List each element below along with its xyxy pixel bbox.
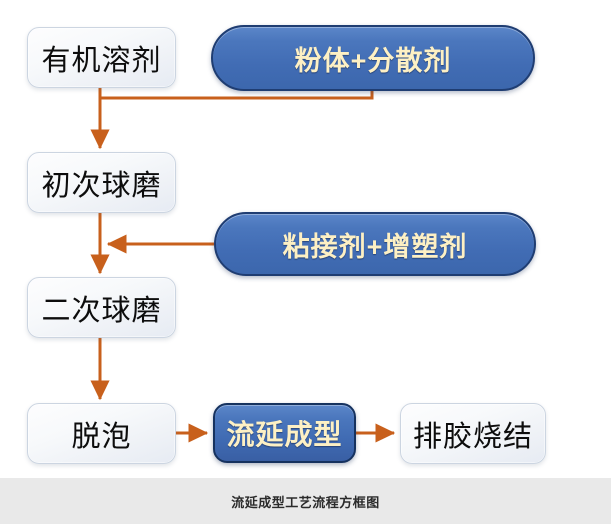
node-label: 二次球磨 [41, 294, 162, 327]
node-organic-solvent[interactable]: 有机溶剂 [27, 27, 176, 88]
node-tape-casting[interactable]: 流延成型 [213, 403, 356, 463]
node-label: 粉体+分散剂 [294, 45, 452, 76]
node-second-ball-mill[interactable]: 二次球磨 [27, 277, 176, 338]
node-label: 脱泡 [71, 420, 132, 453]
node-label: 排胶烧结 [412, 420, 533, 453]
figure-caption: 流延成型工艺流程方框图 [231, 494, 380, 510]
node-debinding-sintering[interactable]: 排胶烧结 [400, 403, 546, 464]
node-defoaming[interactable]: 脱泡 [27, 403, 176, 464]
node-first-ball-mill[interactable]: 初次球磨 [27, 152, 176, 213]
caption-band: 流延成型工艺流程方框图 [0, 478, 611, 524]
flowchart-diagram: 有机溶剂 粉体+分散剂 初次球磨 粘接剂+增塑剂 二次球磨 脱泡 流延成型 排胶… [27, 25, 546, 464]
node-powder-dispersant[interactable]: 粉体+分散剂 [211, 25, 535, 91]
node-label: 流延成型 [226, 419, 343, 450]
node-binder-plasticizer[interactable]: 粘接剂+增塑剂 [214, 212, 536, 276]
node-label: 粘接剂+增塑剂 [282, 231, 468, 262]
node-label: 有机溶剂 [41, 44, 162, 77]
node-label: 初次球磨 [41, 169, 162, 202]
arrow-merge-bus-top [100, 91, 374, 100]
arrow-layer [90, 88, 396, 443]
